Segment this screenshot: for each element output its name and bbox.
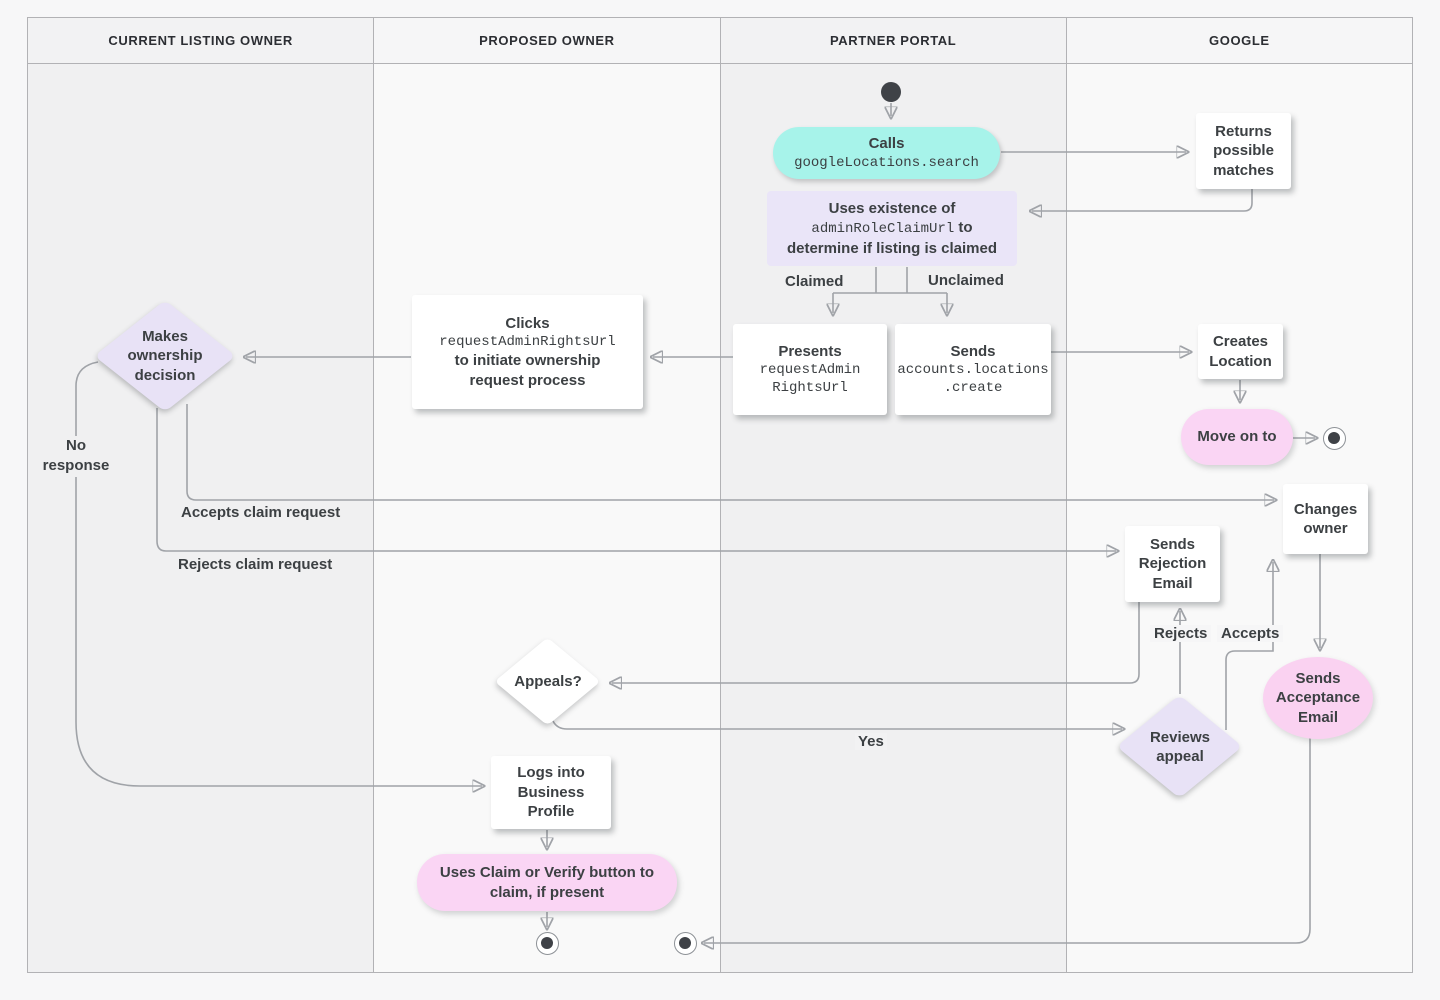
- node-clicks-request-admin-rights-url: Clicks requestAdminRightsUrl to initiate…: [412, 295, 643, 409]
- end-node-appeal-flow: [674, 932, 697, 955]
- node-line: Uses existence of: [828, 199, 956, 217]
- edge-label-claimed: Claimed: [785, 273, 844, 290]
- node-logs-into-business-profile: Logs into Business Profile: [491, 756, 611, 829]
- node-label: Move on to: [1197, 428, 1277, 446]
- connector-rejection-email-to-appeals: [612, 602, 1140, 683]
- node-code: .create: [943, 380, 1003, 397]
- connector-reviews-accepts-to-changes: [1225, 562, 1273, 730]
- node-label: Makes ownership decision: [127, 327, 203, 384]
- node-title: Clicks: [505, 314, 550, 332]
- node-appeals-decision: Appeals?: [494, 637, 601, 726]
- node-line: request process: [469, 371, 586, 389]
- node-code: RightsUrl: [772, 380, 848, 397]
- edge-label-accepts: Accepts: [1217, 625, 1284, 642]
- lane-header-current-listing-owner: CURRENT LISTING OWNER: [28, 18, 374, 64]
- lane-header-proposed-owner: PROPOSED OWNER: [374, 18, 720, 64]
- node-calls-google-locations-search: Calls googleLocations.search: [773, 127, 1000, 179]
- node-label: Creates Location: [1209, 333, 1272, 370]
- edge-label-unclaimed: Unclaimed: [928, 272, 1004, 289]
- node-presents-request-admin-rights-url: Presents requestAdmin RightsUrl: [733, 324, 887, 415]
- node-changes-owner: Changes owner: [1283, 484, 1368, 554]
- node-title: Sends: [950, 342, 996, 360]
- node-label: Appeals?: [514, 673, 582, 691]
- connector-returns-to-uses: [1032, 189, 1253, 211]
- lane-header-google: GOOGLE: [1066, 18, 1412, 64]
- node-reviews-appeal: Reviews appeal: [1116, 694, 1243, 799]
- node-sends-accounts-locations-create: Sends accounts.locations .create: [895, 324, 1051, 415]
- node-code: adminRoleClaimUrl: [811, 221, 955, 238]
- node-creates-location: Creates Location: [1198, 324, 1283, 379]
- edge-label-rejects: Rejects: [1150, 625, 1212, 642]
- lane-header-partner-portal: PARTNER PORTAL: [720, 18, 1066, 64]
- node-code: googleLocations.search: [794, 154, 979, 171]
- node-code: requestAdminRightsUrl: [439, 334, 616, 351]
- node-line: determine if listing is claimed: [786, 239, 998, 257]
- edge-label-no-response: No response: [34, 436, 118, 477]
- start-node: [881, 82, 901, 102]
- node-move-on-to: Move on to: [1181, 409, 1293, 465]
- edge-label-yes: Yes: [855, 733, 887, 750]
- connector-no-response-to-logs: [75, 361, 482, 786]
- node-uses-claim-or-verify-button: Uses Claim or Verify button to claim, if…: [417, 854, 677, 911]
- connector-appeals-yes-to-reviews: [552, 720, 1122, 729]
- node-label: Sends Rejection Email: [1138, 535, 1207, 592]
- lane-body-current-listing-owner: [28, 64, 374, 972]
- node-label: Uses Claim or Verify button to claim, if…: [439, 864, 655, 901]
- edge-label-rejects-claim-request: Rejects claim request: [178, 556, 333, 573]
- node-returns-possible-matches: Returns possible matches: [1196, 113, 1291, 189]
- end-node-google: [1323, 427, 1346, 450]
- node-line: adminRoleClaimUrl to: [811, 218, 972, 238]
- node-sends-acceptance-email: Sends Acceptance Email: [1263, 657, 1373, 739]
- node-label: Sends Acceptance Email: [1275, 669, 1361, 726]
- node-label: Changes owner: [1293, 500, 1358, 538]
- node-sends-rejection-email: Sends Rejection Email: [1125, 526, 1220, 602]
- node-code: accounts.locations: [897, 362, 1049, 379]
- node-title: Calls: [868, 135, 905, 153]
- node-uses-existence-admin-role-claim-url: Uses existence of adminRoleClaimUrl to d…: [767, 191, 1017, 266]
- end-node-proposed-owner: [536, 932, 559, 955]
- node-code: requestAdmin: [759, 362, 861, 379]
- node-title: Presents: [778, 342, 842, 360]
- node-label: Logs into Business Profile: [517, 764, 585, 821]
- connector-uses-fork: [833, 267, 947, 294]
- connector-accepts-claim-to-changes: [186, 404, 1274, 500]
- lane-current-listing-owner: CURRENT LISTING OWNER: [28, 18, 375, 972]
- connector-acceptance-to-end: [704, 737, 1311, 943]
- node-line-suffix: to: [954, 219, 973, 237]
- edge-label-accepts-claim-request: Accepts claim request: [181, 504, 341, 521]
- node-label: Returns possible matches: [1213, 122, 1274, 179]
- node-label: Reviews appeal: [1149, 728, 1211, 766]
- node-line: to initiate ownership: [454, 352, 601, 370]
- connector-rejects-claim-to-rejection-email: [156, 408, 1116, 551]
- node-makes-ownership-decision: Makes ownership decision: [94, 300, 236, 412]
